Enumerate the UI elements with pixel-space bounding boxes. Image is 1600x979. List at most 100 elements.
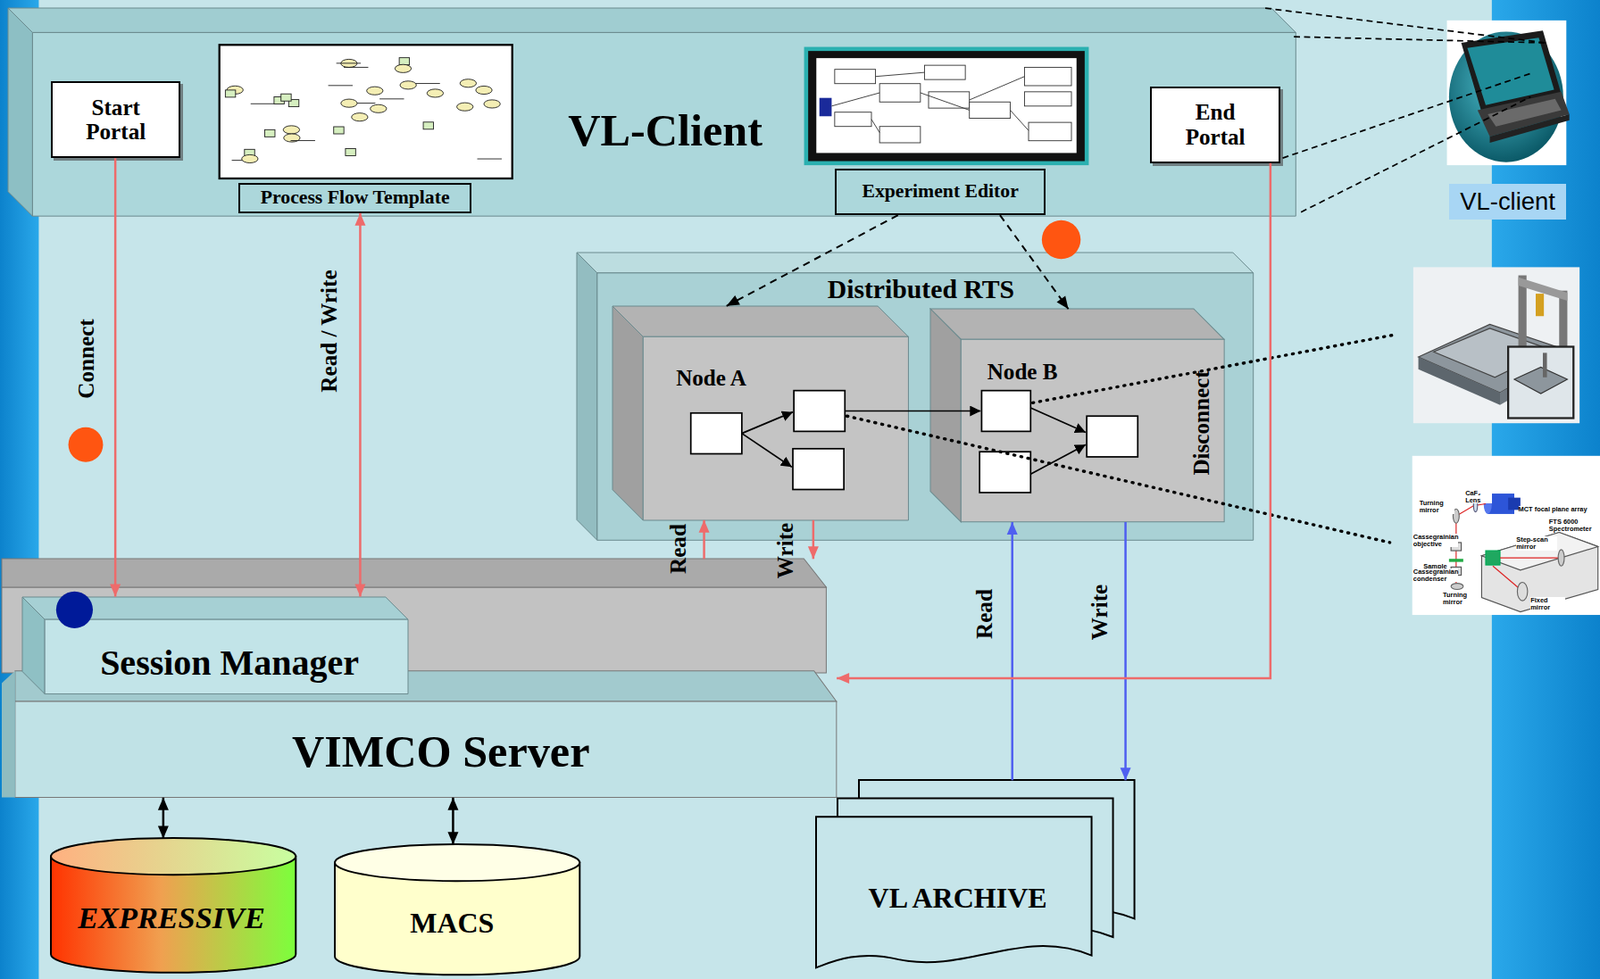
edge-label-wrap: Read [972,589,998,640]
editor-thumbnail [834,65,1072,143]
flow-thumbnail [379,98,404,100]
part-label-wrap: Cassegrainian condenser [1413,568,1450,585]
part-label: FTS 6000 Spectrometer [1549,518,1597,534]
arrow-head [354,584,366,598]
archive-stack: VL ARCHIVE [816,780,1136,978]
flow-thumbnail [459,79,476,88]
projection-line [1293,36,1546,43]
rts-band-outline [597,273,1254,541]
editor-thumbnail [969,101,1011,118]
flow-thumbnail [475,85,492,94]
spectrometer-illustration [1481,532,1598,612]
connector-line [114,158,117,597]
part-label-wrap: Step-scan mirror [1516,536,1558,553]
part-label: Cassegrainian condenser [1413,568,1459,584]
node-label: Distributed RTS [827,275,1015,305]
edge-label: Read [972,589,998,640]
editor-box: Experiment Editor [834,168,1047,217]
connector [447,798,459,846]
spectrometer-illustration [1500,557,1559,559]
connector-line [1000,215,1069,309]
edge-label: Connect [74,319,100,400]
node-box-outline [612,306,909,521]
node-label: VL-Client [567,106,763,156]
icon-caption-wrap: VL-client [1449,183,1567,220]
node-label: Node B [987,359,1059,385]
editor-thumbnail [1024,66,1072,86]
editor-thumbnail [819,98,833,117]
task-arrow [844,410,981,413]
edge-label: Write [1087,584,1113,641]
portal-box: Start Portal [50,81,181,159]
status-dot [56,220,1081,629]
editor-thumbnail [831,92,880,107]
database-cylinder: EXPRESSIVE [50,838,296,974]
part-label-wrap: CaF₂ Lens [1465,490,1492,507]
editor-thumbnail [834,69,876,84]
node-label: Experiment Editor [861,181,1018,203]
client-band-outline [8,8,1296,33]
part-label: Fixed mirror [1530,597,1566,612]
machine-illustration [1535,293,1544,317]
part-label: CaF₂ Lens [1465,490,1492,505]
connector [808,520,819,559]
template-caption-box: Process Flow Template [238,183,472,214]
flow-thumbnail [283,125,300,134]
part-label: Turning mirror [1442,591,1478,607]
part-label-wrap: Cassegrainian objective [1413,533,1450,550]
status-dot [68,427,104,463]
arrow-head [109,584,121,598]
connector-line [1124,522,1127,781]
connector [1120,522,1132,781]
connector-line [358,213,362,598]
flow-thumbnail [225,90,235,98]
task-box [981,391,1031,433]
laptop-icon [1447,20,1567,166]
spectrometer-illustration [1412,456,1600,616]
flow-thumbnail [219,44,513,179]
task-arrow [741,408,1086,475]
laptop-icon [1490,114,1570,143]
node-box: Node A [612,306,909,521]
flow-thumbnail [399,58,409,66]
node-label: EXPRESSIVE [77,901,266,936]
flow-thumbnail [415,83,440,84]
part-label-wrap: Turning mirror [1442,591,1478,609]
edge-label-wrap: Write [1087,584,1113,641]
connector-line [726,215,899,307]
icon-caption: VL-client [1459,188,1556,216]
database-cylinder-outline [334,844,580,882]
machine-illustration [1413,266,1580,424]
task-arrow [1030,408,1086,433]
arrow-head [699,520,710,534]
arrow-head [836,673,850,684]
task-arrow [741,433,792,468]
connector [1000,215,1069,309]
editor-thumbnail [806,49,1087,164]
spectrometer-illustration [1449,558,1464,562]
status-dot [1041,220,1081,259]
flow-thumbnail [457,102,474,111]
rts-band-outline [576,252,1254,274]
part-label-wrap: Fixed mirror [1530,597,1566,614]
editor-thumbnail [806,49,1087,164]
node-box-outline [612,306,909,337]
editor-thumbnail [1024,91,1072,107]
editor-thumbnail [1028,122,1072,142]
editor-thumbnail [879,83,921,103]
task-arrow [741,412,793,434]
projection-line [1265,8,1546,213]
editor-thumbnail [879,126,921,143]
node-label: Node A [675,366,747,392]
spectrometer-illustration [1412,456,1600,616]
node-label: VIMCO Server [291,727,591,777]
machine-illustration [1413,266,1580,424]
part-label-wrap: Turning mirror [1419,500,1455,517]
arrow-head [1056,295,1068,309]
archive-stack-outline [816,816,1092,968]
manager-block-outline [22,597,45,695]
editor-thumbnail [816,58,1076,153]
spectrometer-illustration [1456,503,1486,517]
